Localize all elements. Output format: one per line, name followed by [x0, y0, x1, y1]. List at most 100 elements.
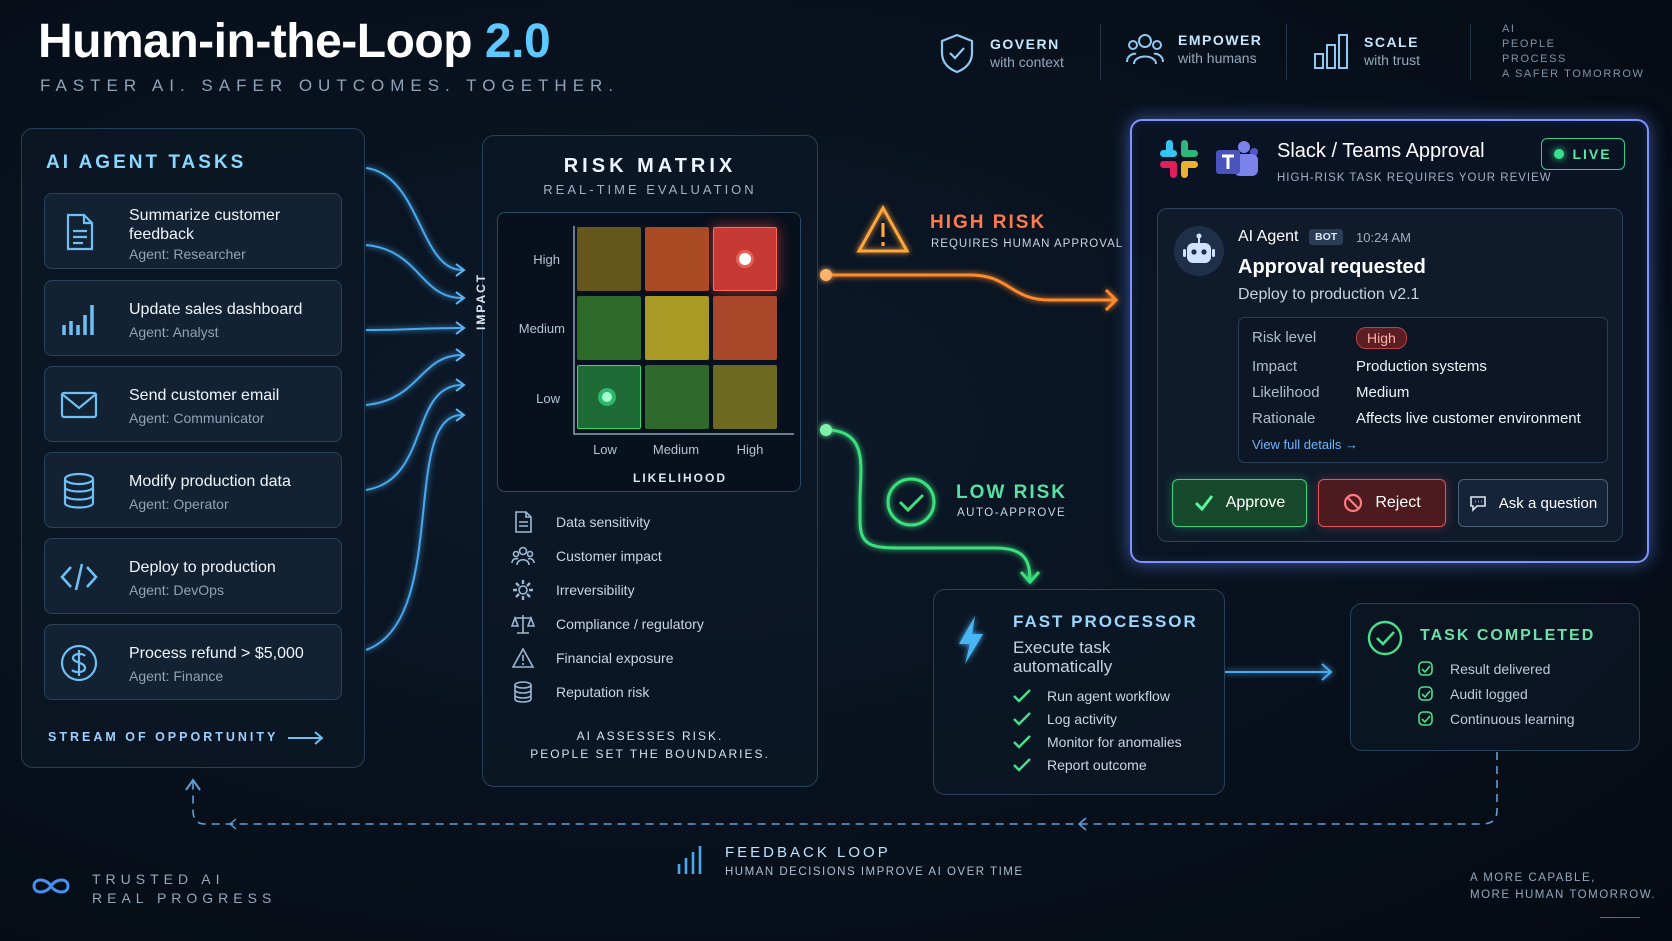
check-icon [1013, 712, 1031, 726]
sender-name: AI Agent [1238, 228, 1299, 245]
matrix-axes [573, 226, 794, 435]
warning-icon [511, 647, 535, 668]
document-icon [66, 213, 94, 251]
divider [1470, 24, 1471, 80]
page-subtitle: FASTER AI. SAFER OUTCOMES. TOGETHER. [40, 76, 620, 95]
factor-item: Irreversibility [512, 579, 635, 601]
processor-step: Log activity [1013, 711, 1117, 727]
message-heading: Approval requested [1238, 256, 1426, 278]
warning-icon [856, 204, 910, 253]
stream-label: STREAM OF OPPORTUNITY [48, 730, 279, 744]
view-details-link[interactable]: View full details → [1252, 437, 1358, 452]
cell-medium-medium [645, 296, 709, 360]
infinity-icon [32, 878, 70, 894]
high-risk-marker [736, 250, 754, 268]
bot-badge: BOT [1309, 229, 1344, 245]
processor-step: Monitor for anomalies [1013, 734, 1182, 750]
factor-item: Compliance / regulatory [510, 613, 704, 635]
envelope-icon [60, 391, 98, 419]
completed-title: TASK COMPLETED [1420, 627, 1596, 644]
message-text: Deploy to production v2.1 [1238, 286, 1420, 303]
x-label-low: Low [593, 442, 617, 457]
lightning-icon [959, 616, 983, 664]
task-card[interactable]: Update sales dashboard Agent: Analyst [44, 280, 342, 356]
completed-item: Audit logged [1418, 686, 1528, 702]
detail-value: Affects live customer environment [1356, 410, 1581, 427]
chat-bubble-icon [1469, 496, 1486, 512]
approve-button[interactable]: Approve [1172, 479, 1307, 527]
risk-matrix-subtitle: REAL-TIME EVALUATION [543, 182, 757, 197]
people-icon [1126, 34, 1164, 65]
document-icon [515, 511, 532, 533]
detail-key: Rationale [1252, 410, 1316, 427]
check-box-icon [1418, 661, 1433, 676]
task-card[interactable]: Send customer email Agent: Communicator [44, 366, 342, 442]
tomorrow-tagline: A MORE CAPABLE,MORE HUMAN TOMORROW. [1470, 872, 1657, 901]
processor-title: FAST PROCESSOR [1013, 612, 1198, 631]
ask-question-button[interactable]: Ask a question [1458, 479, 1608, 527]
check-icon [1013, 689, 1031, 703]
task-connector-5 [365, 384, 463, 491]
cell-high-low [577, 227, 641, 291]
risk-level-badge: High [1356, 327, 1407, 349]
cell-medium-low [577, 296, 641, 360]
arrow-right-icon [288, 731, 324, 745]
factor-item: Data sensitivity [512, 511, 650, 533]
x-label-medium: Medium [652, 442, 700, 457]
low-risk-path [825, 428, 1032, 583]
avatar [1174, 226, 1224, 276]
cell-low-high [713, 365, 777, 429]
task-card[interactable]: Modify production data Agent: Operator [44, 452, 342, 528]
processor-step: Run agent workflow [1013, 688, 1170, 704]
task-connector-1 [365, 167, 463, 271]
people-icon [511, 546, 535, 566]
task-connector-4 [365, 354, 463, 406]
slack-logo-icon [1160, 140, 1198, 178]
code-icon [60, 563, 98, 591]
scale-icon [510, 615, 536, 634]
task-card[interactable]: Summarize customer feedback Agent: Resea… [44, 193, 342, 269]
teams-logo-icon [1216, 141, 1258, 176]
divider [1600, 917, 1640, 918]
robot-icon [1183, 233, 1215, 263]
divider [1100, 24, 1101, 80]
approval-subtitle: HIGH-RISK TASK REQUIRES YOUR REVIEW [1277, 172, 1552, 184]
low-risk-sub: AUTO-APPROVE [957, 507, 1067, 519]
processor-step: Report outcome [1013, 757, 1147, 773]
y-label-high: High [533, 252, 560, 267]
bar-chart-icon [677, 846, 702, 874]
arrow-right-icon: → [1345, 437, 1358, 452]
tasks-title: AI AGENT TASKS [46, 152, 247, 173]
fast-processor-panel [933, 589, 1225, 795]
y-label-low: Low [536, 391, 560, 406]
database-icon [514, 681, 532, 703]
task-connector-6 [365, 414, 463, 651]
low-risk-marker [598, 388, 616, 406]
shield-check-icon [940, 33, 974, 74]
detail-key: Likelihood [1252, 384, 1320, 401]
high-risk-sub: REQUIRES HUMAN APPROVAL [931, 238, 1124, 250]
page-title: Human-in-the-Loop 2.0 [38, 15, 551, 68]
check-icon [1013, 735, 1031, 749]
live-badge: LIVE [1541, 138, 1625, 170]
reject-button[interactable]: Reject [1318, 479, 1446, 527]
y-label-medium: Medium [518, 321, 565, 336]
task-connector-3 [365, 327, 463, 331]
dollar-icon [60, 644, 98, 682]
bar-chart-icon [62, 305, 94, 335]
high-risk-label: HIGH RISK [930, 212, 1047, 233]
task-card[interactable]: Deploy to production Agent: DevOps [44, 538, 342, 614]
risk-matrix-footer: AI ASSESSES RISK.PEOPLE SET THE BOUNDARI… [530, 729, 770, 761]
check-circle-icon [1367, 620, 1403, 656]
cell-high-medium [645, 227, 709, 291]
x-axis-title: LIKELIHOOD [633, 471, 727, 485]
check-icon [1013, 758, 1031, 772]
risk-matrix-title: RISK MATRIX [563, 155, 737, 177]
task-card[interactable]: Process refund > $5,000 Agent: Finance [44, 624, 342, 700]
factor-item: Reputation risk [512, 681, 649, 703]
